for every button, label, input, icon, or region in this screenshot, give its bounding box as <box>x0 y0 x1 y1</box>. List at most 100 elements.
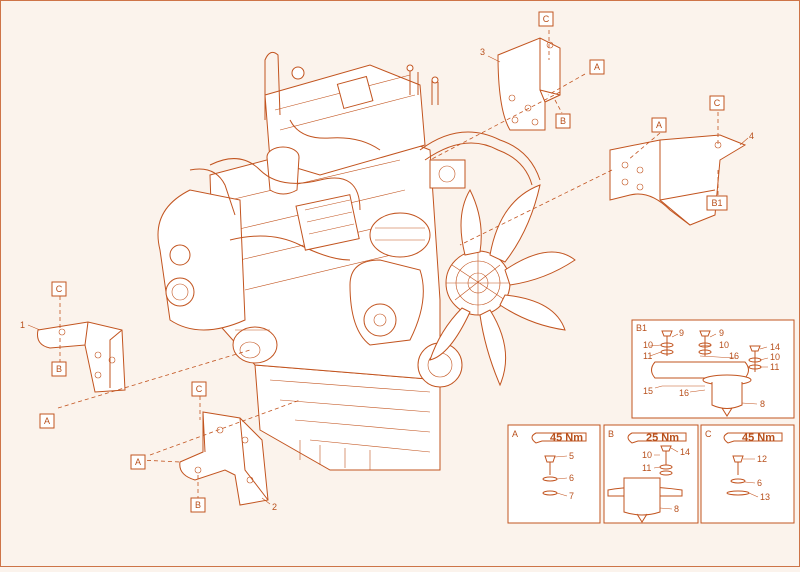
callout-label: A <box>44 416 50 426</box>
detail-b: B 25 Nm 14 10 11 8 <box>603 424 699 524</box>
part-number-3: 3 <box>480 47 485 57</box>
water-pump <box>363 303 397 337</box>
bolt-icon <box>661 330 673 356</box>
b1-item: 9 <box>679 328 684 338</box>
b-item: 8 <box>674 504 679 514</box>
part-number-1: 1 <box>20 320 25 330</box>
callout-label: B <box>56 364 62 374</box>
leader-2 <box>261 497 271 505</box>
washer-icon <box>659 470 673 476</box>
bolt-icon <box>699 330 711 356</box>
b-item: 14 <box>680 447 690 457</box>
fuel-pipe <box>209 158 361 211</box>
callout-b-top: B <box>555 113 571 129</box>
callout-label: C <box>196 384 203 394</box>
washer-icon <box>730 478 746 484</box>
coolant-hose <box>419 131 541 181</box>
callout-a-bottom: A <box>130 454 146 470</box>
lifting-eye <box>264 51 281 120</box>
b1-item: 10 <box>770 352 780 362</box>
callout-label: B <box>195 500 201 510</box>
fan-blade <box>489 184 541 263</box>
torque-value: 25 Nm <box>646 432 679 444</box>
leader-1 <box>27 324 41 331</box>
starter-flange <box>165 277 195 307</box>
b1-item: 14 <box>770 342 780 352</box>
callout-label: B1 <box>711 198 722 208</box>
bracket-1 <box>37 321 126 393</box>
detail-c: C 45 Nm 12 6 13 <box>700 424 795 524</box>
b1-item: 16 <box>729 351 739 361</box>
b1-item: 15 <box>643 386 653 396</box>
detail-b1-title: B1 <box>636 323 647 333</box>
wrench-icon <box>627 432 687 444</box>
b1-item: 10 <box>643 340 653 350</box>
callout-c-left: C <box>51 281 67 297</box>
callout-c-right: C <box>709 95 725 111</box>
oil-pan-bolts <box>299 440 371 470</box>
wrench-icon <box>531 432 587 444</box>
oil-pan-ribs <box>269 379 431 453</box>
bolt-icon <box>660 445 672 465</box>
fan-blade <box>479 309 507 387</box>
callout-a-left: A <box>39 413 55 429</box>
bracket-3 <box>497 37 561 131</box>
oil-filter <box>232 326 278 364</box>
a-item: 5 <box>569 451 574 461</box>
assembly-lines <box>57 30 719 498</box>
engine-illustration <box>157 51 576 471</box>
b1-item: 9 <box>719 328 724 338</box>
callout-b-bottom: B <box>190 497 206 513</box>
alternator <box>369 212 431 258</box>
detail-a-title: A <box>512 429 518 439</box>
b1-item: 16 <box>679 388 689 398</box>
callout-a-top: A <box>589 59 605 75</box>
callout-label: C <box>543 14 550 24</box>
a-item: 7 <box>569 491 574 501</box>
b-item: 11 <box>642 463 651 473</box>
callout-c-bottom: C <box>191 381 207 397</box>
detail-a: A 45 Nm 5 6 7 <box>507 424 601 524</box>
thermostat-housing <box>429 159 466 189</box>
fan-blade <box>504 251 576 286</box>
callout-b1-right: B1 <box>706 195 728 211</box>
rubber-mount <box>623 477 661 516</box>
callout-label: A <box>594 62 600 72</box>
leader-3 <box>487 55 501 63</box>
part-number-4: 4 <box>749 131 754 141</box>
callout-label: B <box>560 116 566 126</box>
bolt-icon <box>732 455 744 475</box>
torque-value: 45 Nm <box>742 432 775 444</box>
b1-item: 8 <box>760 399 765 409</box>
b-item: 10 <box>642 450 652 460</box>
part-number-2: 2 <box>272 502 277 512</box>
detail-c-title: C <box>705 429 712 439</box>
callout-label: C <box>56 284 63 294</box>
callout-b-left: B <box>51 361 67 377</box>
bracket-2 <box>179 411 269 506</box>
wrench-icon <box>723 432 783 444</box>
c-item: 13 <box>760 492 770 502</box>
callout-label: A <box>135 457 141 467</box>
a-item: 6 <box>569 473 574 483</box>
callout-label: C <box>714 98 721 108</box>
detail-b1: B1 9 9 10 10 11 16 14 10 11 15 16 8 <box>631 319 795 419</box>
fan-blade <box>499 294 566 331</box>
leader-4 <box>739 137 749 146</box>
fan-blade <box>429 307 471 361</box>
callout-c-top: C <box>538 11 554 27</box>
callout-a-right: A <box>651 117 667 133</box>
oil-filler-cap <box>336 75 374 110</box>
c-item: 6 <box>757 478 762 488</box>
fan-blade <box>460 188 482 256</box>
b1-item: 11 <box>770 362 779 372</box>
b1-item: 11 <box>643 351 652 361</box>
callout-label: A <box>656 120 662 130</box>
torque-value: 45 Nm <box>550 432 583 444</box>
b1-item: 10 <box>719 340 729 350</box>
c-item: 12 <box>757 454 767 464</box>
detail-b-title: B <box>608 429 614 439</box>
bolt-icon <box>544 455 556 475</box>
